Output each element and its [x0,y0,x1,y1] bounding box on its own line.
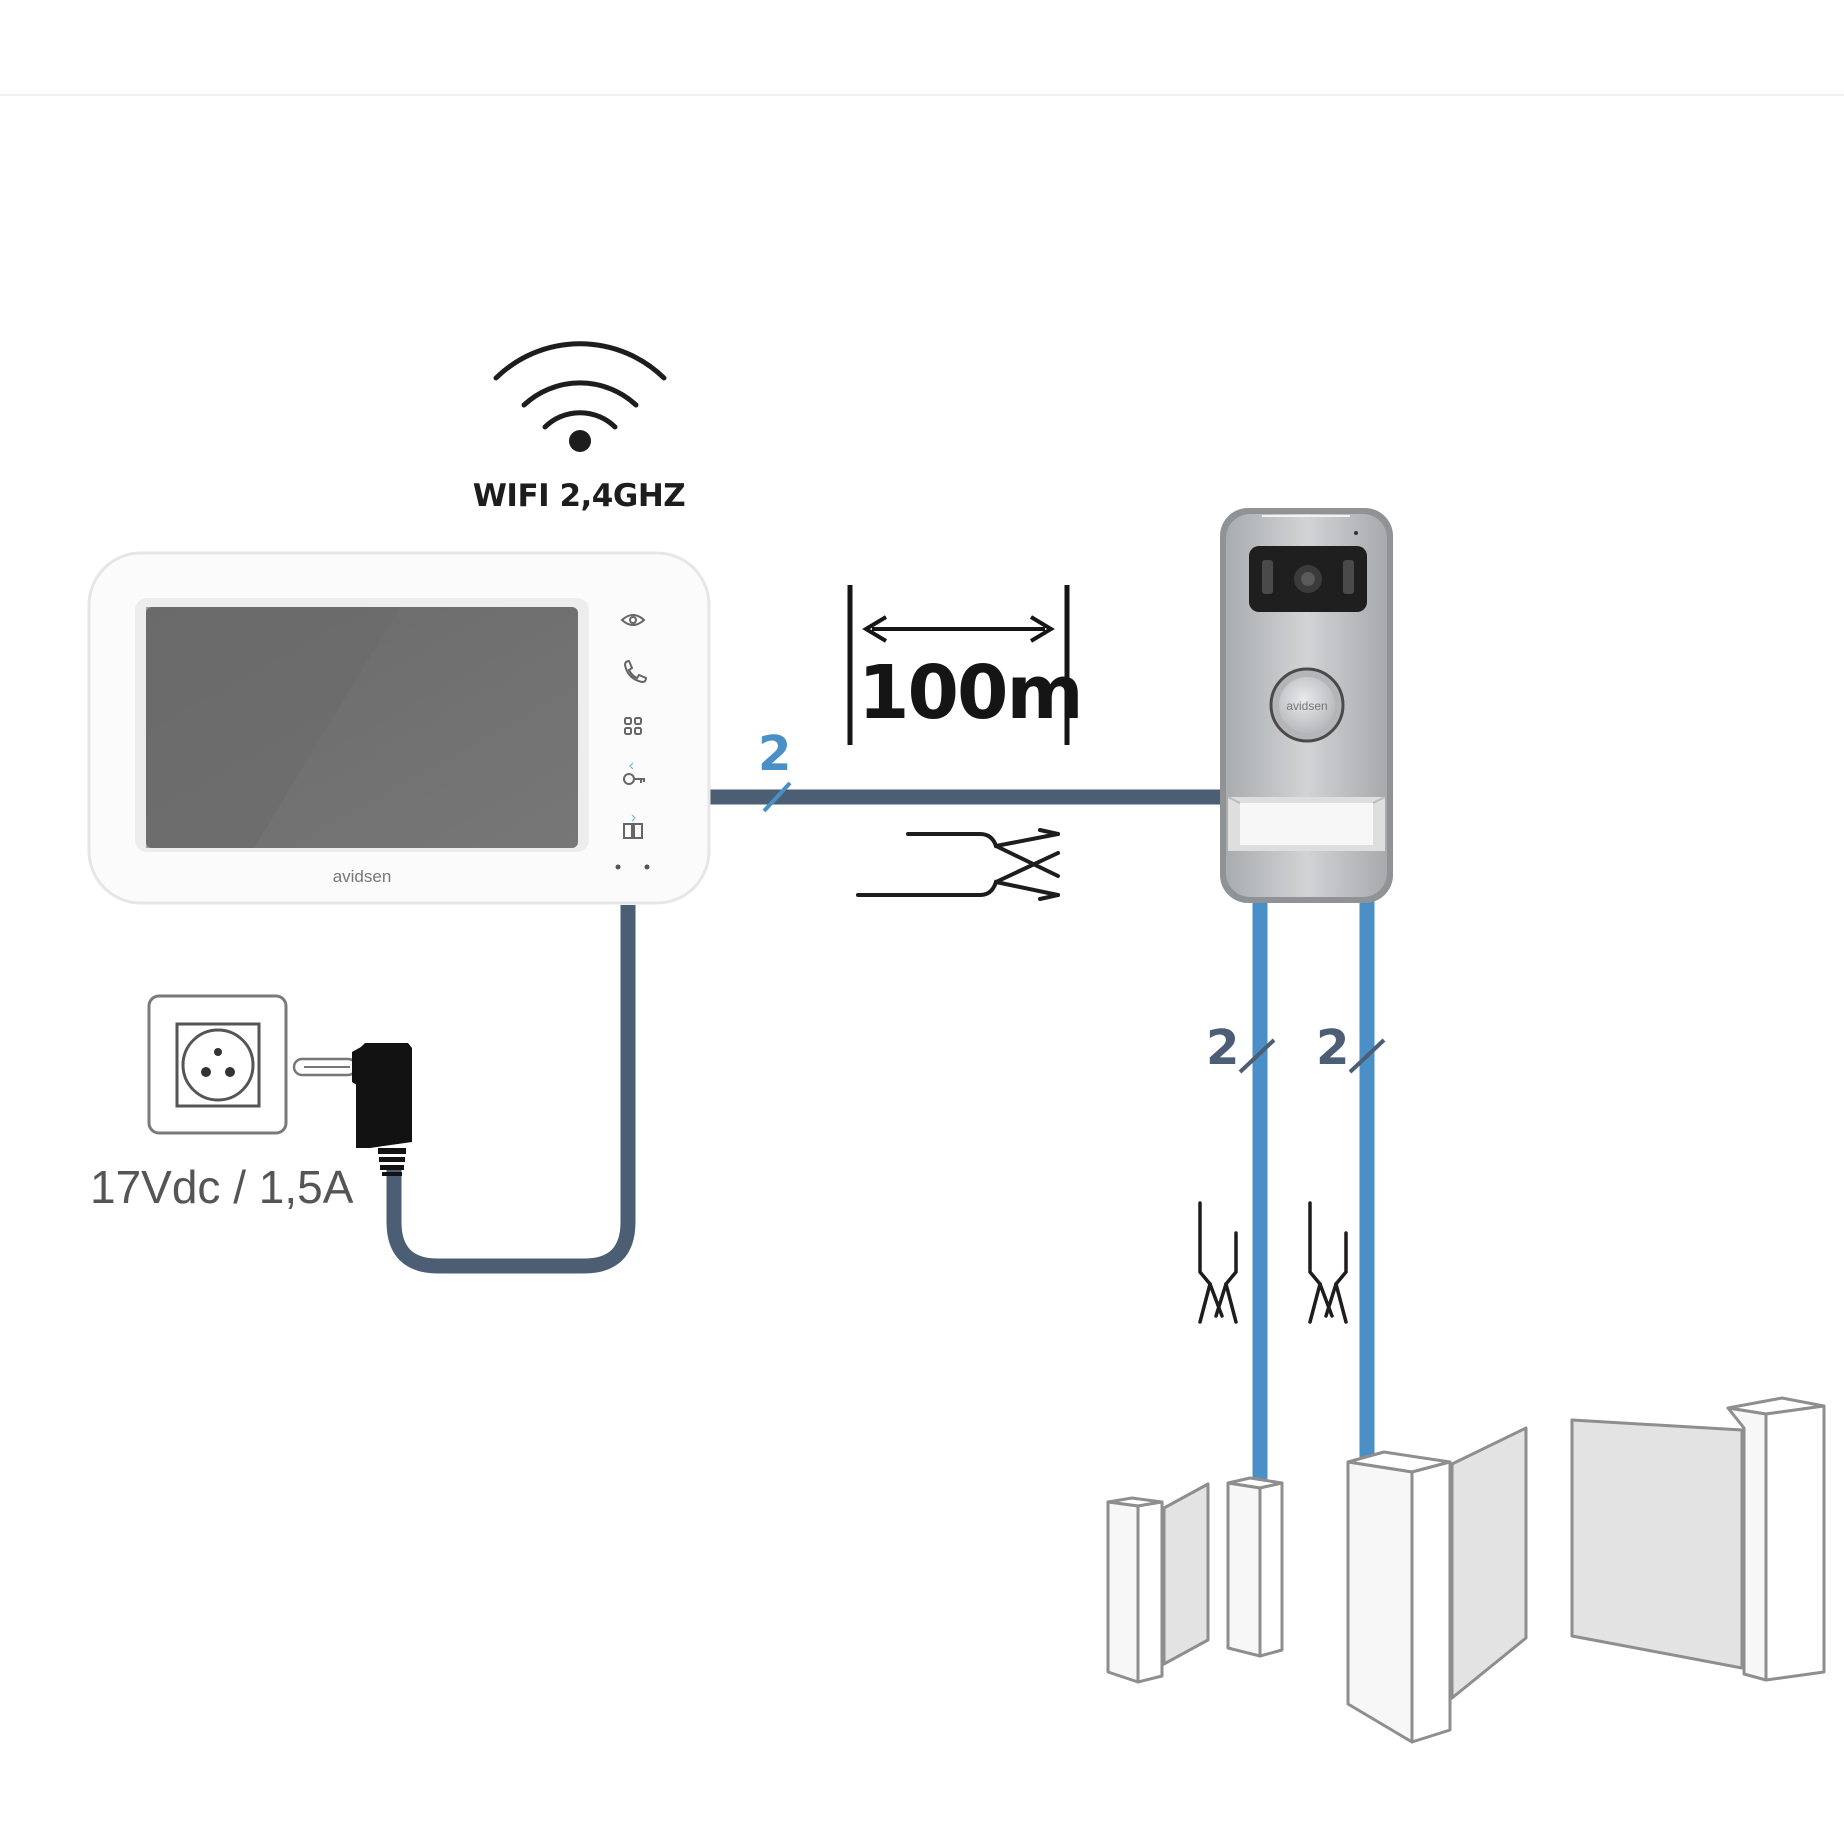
monitor-brand: avidsen [333,867,392,886]
left-wire-count: 2 [1206,1020,1240,1076]
gate-icon [623,814,643,839]
distance-indicator [847,585,1070,745]
phone-icon [623,659,648,684]
left-connector-icon [1198,1201,1238,1324]
left-wire-slash [1238,1038,1276,1074]
right-connector-icon [1308,1201,1348,1324]
power-label: 17Vdc / 1,5A [90,1161,354,1213]
indoor-monitor: avidsen [87,551,711,905]
main-wire-count: 2 [758,726,792,782]
grid-icon [624,717,642,735]
wall-outlet [147,994,288,1135]
vehicle-gate-illustration [1346,1396,1826,1744]
power-adapter [292,1043,412,1176]
wifi-icon [493,341,667,452]
right-wire-slash [1348,1038,1386,1074]
distance-label: 100m [858,650,1084,736]
main-wire-slash [762,781,792,813]
wifi-label: WIFI 2,4GHZ [472,478,686,514]
eye-icon [620,614,646,626]
key-icon [623,762,645,785]
two-wire-cable-icon [856,828,1060,901]
outdoor-doorbell-panel: avidsen [1220,508,1393,903]
power-cable [386,905,636,1274]
doorbell-brand: avidsen [1286,699,1327,713]
right-wire-count: 2 [1316,1020,1350,1076]
pedestrian-gate-illustration [1106,1476,1284,1684]
